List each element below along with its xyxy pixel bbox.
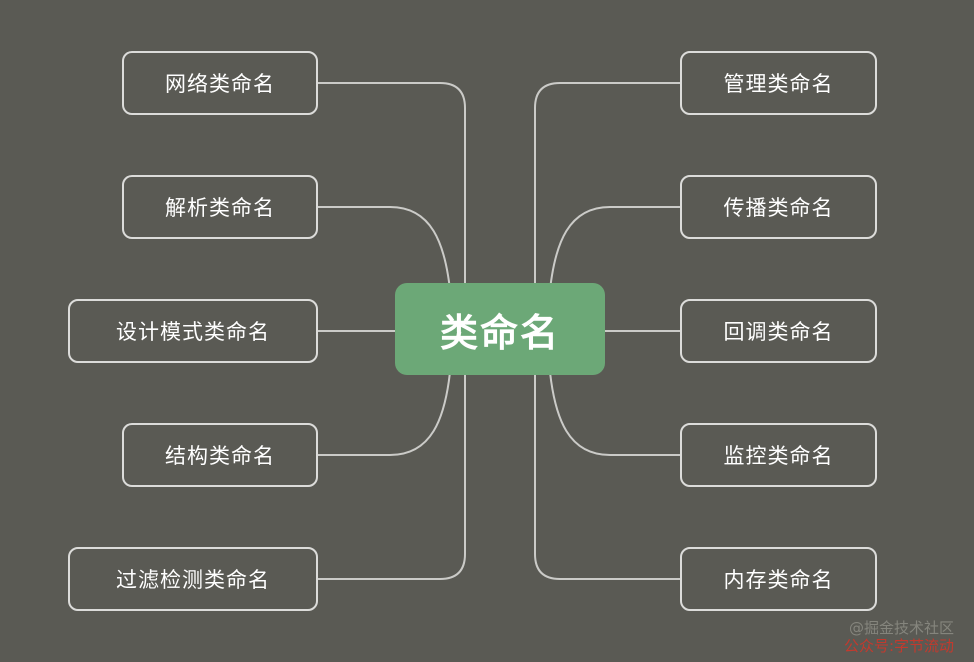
center-node-label: 类命名	[439, 310, 560, 355]
node-monitoring-naming[interactable]: 监控类命名	[680, 423, 877, 487]
node-label: 网络类命名	[165, 72, 275, 96]
node-label: 内存类命名	[723, 568, 834, 592]
node-propagation-naming[interactable]: 传播类命名	[680, 175, 877, 239]
node-label: 传播类命名	[723, 196, 834, 220]
watermark-account: 公众号:字节流动	[843, 637, 954, 656]
watermark-community: @掘金技术社区	[848, 618, 954, 637]
node-class-naming-root[interactable]: 类命名	[395, 283, 605, 375]
connector-left-5	[317, 329, 466, 580]
node-parsing-naming[interactable]: 解析类命名	[122, 175, 318, 239]
node-label: 管理类命名	[723, 72, 834, 96]
node-label: 设计模式类命名	[116, 320, 270, 344]
node-structure-naming[interactable]: 结构类命名	[122, 423, 318, 487]
node-label: 结构类命名	[165, 444, 275, 468]
node-memory-naming[interactable]: 内存类命名	[680, 547, 877, 611]
node-design-pattern-naming[interactable]: 设计模式类命名	[68, 299, 318, 363]
node-callback-naming[interactable]: 回调类命名	[680, 299, 877, 363]
node-label: 过滤检测类命名	[116, 568, 270, 592]
node-filter-detection-naming[interactable]: 过滤检测类命名	[68, 547, 318, 611]
connector-right-1	[534, 82, 681, 331]
watermark: @掘金技术社区 公众号:字节流动	[844, 619, 954, 657]
node-label: 回调类命名	[723, 320, 834, 344]
connector-right-5	[534, 329, 681, 580]
node-management-naming[interactable]: 管理类命名	[680, 51, 877, 115]
connector-left-1	[317, 82, 466, 331]
node-label: 解析类命名	[165, 196, 275, 220]
node-label: 监控类命名	[723, 444, 834, 468]
node-network-naming[interactable]: 网络类命名	[122, 51, 318, 115]
